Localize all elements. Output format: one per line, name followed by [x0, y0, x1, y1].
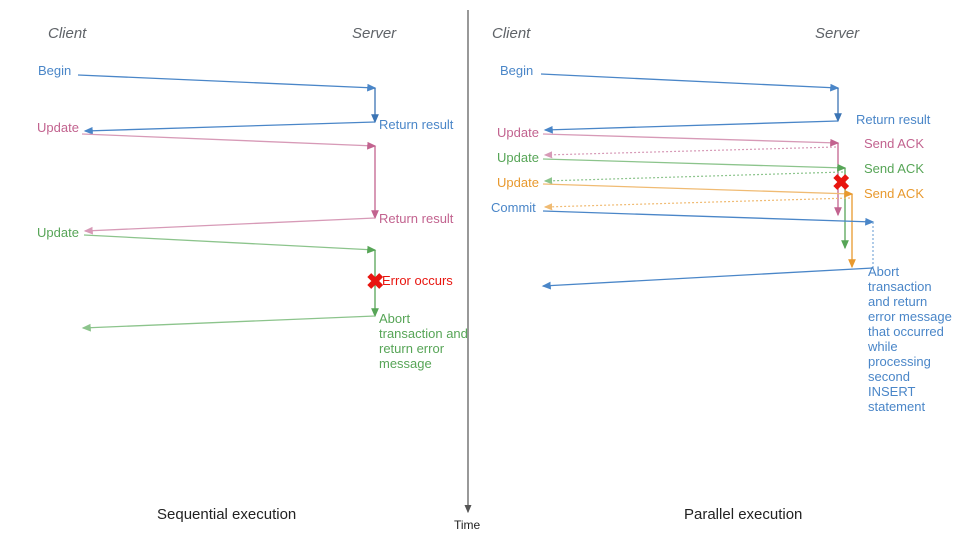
parallel-caption: Parallel execution — [684, 506, 803, 523]
arrow-update-1 — [81, 133, 377, 150]
sequential-panel-vectors — [77, 74, 379, 332]
arrow-update-2 — [542, 158, 847, 172]
arrow-update-2 — [83, 234, 377, 254]
sequential-msg-return-result-1: Return result — [379, 117, 454, 132]
parallel-msg-update-3: Update — [497, 175, 539, 190]
sequential-msg-begin: Begin — [38, 63, 72, 78]
arrow-return-result — [543, 120, 839, 134]
error-x-icon: ✖ — [366, 269, 385, 294]
sequential-msg-update-2: Update — [37, 225, 79, 240]
arrow-return-result-2 — [83, 217, 376, 235]
arrow-abort-return — [541, 267, 874, 290]
arrow-return-result-1 — [83, 121, 376, 135]
parallel-msg-send-ack-2: Send ACK — [864, 161, 924, 176]
arrow-update-3 — [542, 183, 854, 198]
parallel-msg-return-result: Return result — [856, 112, 931, 127]
arrow-send-ack-2 — [543, 171, 844, 185]
sequential-actor-client: Client — [48, 25, 87, 42]
sequential-caption: Sequential execution — [157, 506, 297, 523]
arrow-send-ack-3 — [543, 197, 851, 211]
parallel-msg-send-ack-3: Send ACK — [864, 186, 924, 201]
sequential-msg-return-result-2: Return result — [379, 211, 454, 226]
parallel-actor-client: Client — [492, 25, 531, 42]
parallel-msg-update-2: Update — [497, 150, 539, 165]
parallel-msg-begin: Begin — [500, 63, 534, 78]
arrow-begin — [540, 73, 840, 92]
arrow-update-1 — [542, 133, 840, 147]
sequential-msg-error: Error occurs — [382, 273, 453, 288]
arrow-send-ack-1 — [543, 146, 837, 159]
arrow-begin — [77, 74, 377, 92]
parallel-msg-send-ack-1: Send ACK — [864, 136, 924, 151]
sequential-actor-server: Server — [352, 25, 397, 42]
arrow-abort-return — [81, 315, 376, 332]
arrow-commit — [542, 210, 875, 226]
sequential-msg-abort: Abort transaction and return error messa… — [379, 311, 468, 371]
parallel-msg-commit: Commit — [491, 200, 536, 215]
parallel-msg-abort: Abort transaction and return error messa… — [868, 264, 952, 414]
parallel-actor-server: Server — [815, 25, 860, 42]
sequential-msg-update-1: Update — [37, 120, 79, 135]
parallel-panel-vectors — [540, 73, 875, 290]
time-axis-label: Time — [454, 518, 481, 532]
error-x-icon: ✖ — [832, 170, 851, 195]
parallel-msg-update-1: Update — [497, 125, 539, 140]
